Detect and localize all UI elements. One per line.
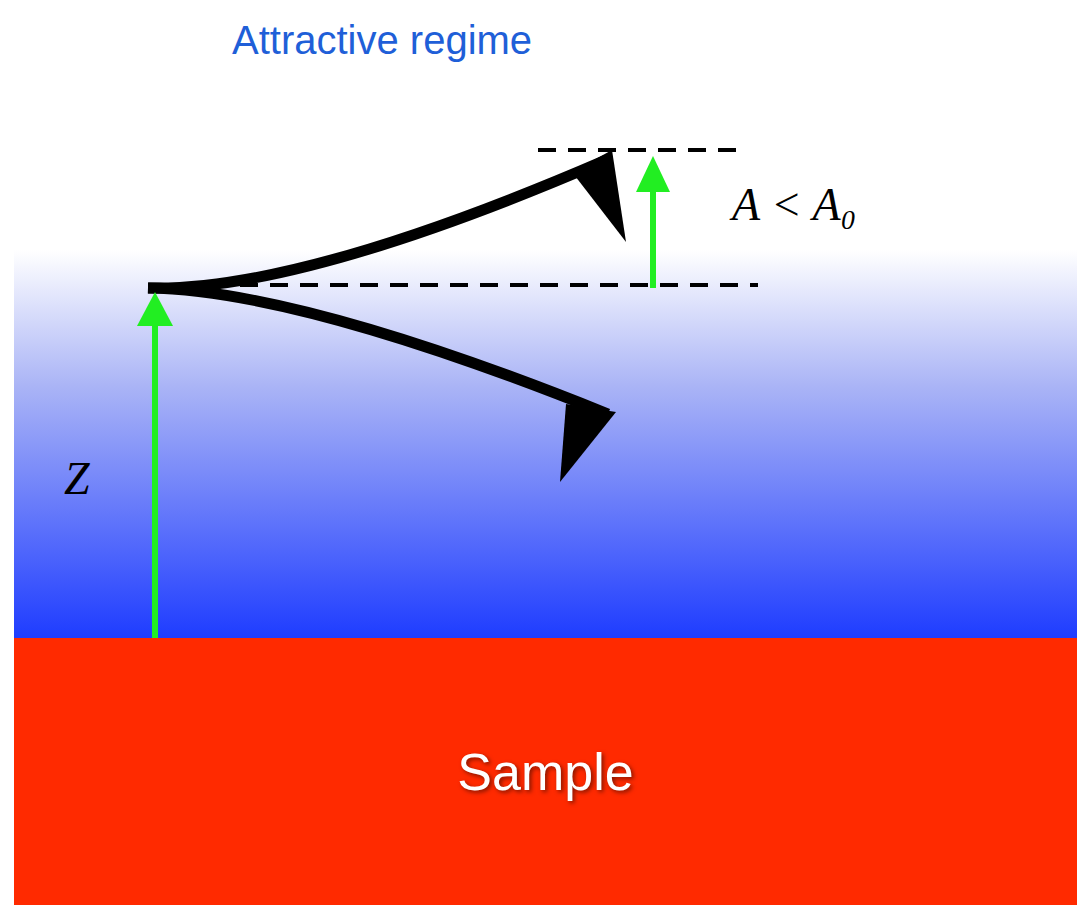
amplitude-arrowhead [636, 156, 670, 192]
cantilever-lower [148, 288, 608, 414]
title: Attractive regime [232, 18, 532, 63]
node-label: Sample [457, 742, 633, 802]
sample-block: Sample [14, 638, 1077, 905]
amplitude-arrow [650, 186, 656, 288]
interaction-zone [14, 250, 1077, 639]
tip-upper [572, 150, 626, 242]
z-arrowhead [137, 292, 173, 326]
height-label: Z [64, 452, 90, 505]
cantilever-upper [148, 160, 606, 288]
amplitude-label: A < A₀ [732, 178, 857, 231]
z-arrow [152, 320, 158, 638]
tip-lower [560, 404, 616, 482]
dashed-line [538, 148, 748, 152]
